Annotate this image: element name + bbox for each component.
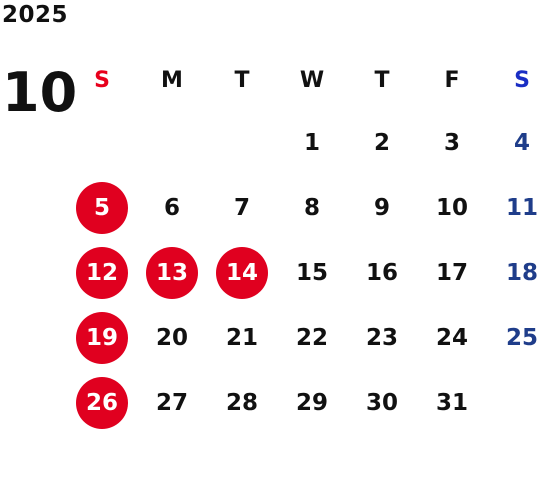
day-cell-holiday: 14 xyxy=(216,246,268,299)
day-cell: 1 xyxy=(303,129,320,156)
weekday-header-tuesday: T xyxy=(234,67,250,93)
weekday-header-thursday: T xyxy=(374,67,390,93)
weekday-header-monday: M xyxy=(161,67,183,93)
weekday-header-wednesday: W xyxy=(299,67,325,93)
day-cell: 27 xyxy=(155,389,188,416)
day-cell-saturday: 25 xyxy=(505,324,538,351)
day-cell: 17 xyxy=(435,259,468,286)
day-cell: 20 xyxy=(155,324,188,351)
day-cell: 8 xyxy=(303,194,320,221)
calendar-grid: S M T W T F S 1 2 3 4 5 6 7 8 9 10 11 12… xyxy=(67,50,548,435)
day-cell-saturday: 4 xyxy=(513,129,530,156)
day-cell-saturday: 18 xyxy=(505,259,538,286)
day-cell-holiday: 5 xyxy=(76,181,128,234)
day-cell: 30 xyxy=(365,389,398,416)
weekday-header-sunday: S xyxy=(94,67,110,93)
day-cell: 23 xyxy=(365,324,398,351)
month-label: 10 xyxy=(2,61,78,124)
day-cell-saturday: 11 xyxy=(505,194,538,221)
day-cell-holiday: 13 xyxy=(146,246,198,299)
day-cell: 9 xyxy=(373,194,390,221)
day-cell: 29 xyxy=(295,389,328,416)
day-cell: 3 xyxy=(443,129,460,156)
day-cell-holiday: 19 xyxy=(76,311,128,364)
day-cell: 24 xyxy=(435,324,468,351)
year-label: 2025 xyxy=(2,2,69,28)
day-cell: 28 xyxy=(225,389,258,416)
day-cell: 16 xyxy=(365,259,398,286)
day-cell: 6 xyxy=(163,194,180,221)
day-cell-holiday: 26 xyxy=(76,376,128,429)
day-cell: 21 xyxy=(225,324,258,351)
day-cell: 15 xyxy=(295,259,328,286)
day-cell: 22 xyxy=(295,324,328,351)
weekday-header-saturday: S xyxy=(514,67,530,93)
day-cell-holiday: 12 xyxy=(76,246,128,299)
day-cell: 2 xyxy=(373,129,390,156)
day-cell: 31 xyxy=(435,389,468,416)
weekday-header-friday: F xyxy=(444,67,460,93)
day-cell: 7 xyxy=(233,194,250,221)
day-cell: 10 xyxy=(435,194,468,221)
